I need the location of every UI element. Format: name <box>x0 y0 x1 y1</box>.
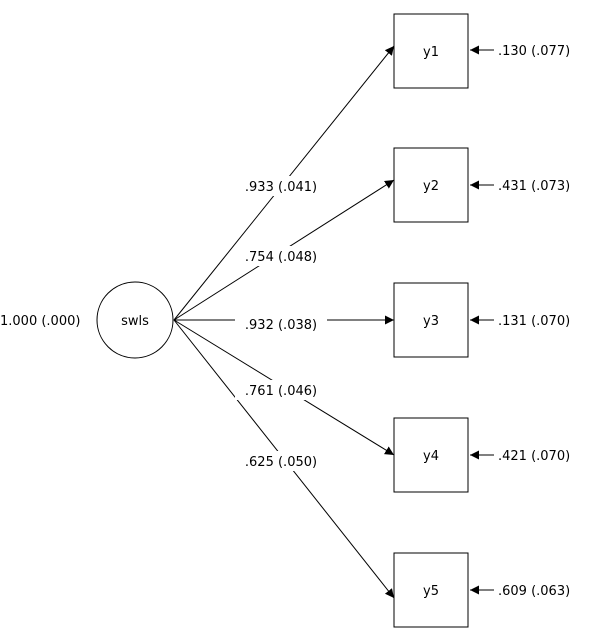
loading-label-y5: .625 (.050) <box>245 455 317 470</box>
indicator-node-y1 <box>393 13 469 89</box>
loading-label-y3: .932 (.038) <box>245 318 317 333</box>
indicator-node-y2 <box>393 147 469 223</box>
residual-label-y1: .130 (.077) <box>498 44 570 59</box>
indicator-label-y5: y5 <box>423 584 439 599</box>
indicator-label-y2: y2 <box>423 179 439 194</box>
indicator-node-y3 <box>393 282 469 358</box>
loading-labels: .933 (.041) .754 (.048) .932 (.038) .761… <box>235 176 327 471</box>
indicator-label-y3: y3 <box>423 314 439 329</box>
indicator-nodes: y1 y2 y3 y4 y5 <box>393 13 469 628</box>
indicator-label-y4: y4 <box>423 449 439 464</box>
residual-labels: .130 (.077) .431 (.073) .131 (.070) .421… <box>498 44 570 599</box>
latent-factor-node <box>96 281 174 359</box>
residual-arrows <box>470 45 494 595</box>
latent-variance-label: 1.000 (.000) <box>0 314 80 329</box>
latent-factor-label: swls <box>121 314 149 329</box>
indicator-node-y5 <box>393 552 469 628</box>
residual-label-y5: .609 (.063) <box>498 584 570 599</box>
residual-label-y4: .421 (.070) <box>498 449 570 464</box>
residual-label-y2: .431 (.073) <box>498 179 570 194</box>
loading-label-y1: .933 (.041) <box>245 180 317 195</box>
residual-label-y3: .131 (.070) <box>498 314 570 329</box>
indicator-label-y1: y1 <box>423 45 439 60</box>
loading-label-y2: .754 (.048) <box>245 250 317 265</box>
indicator-node-y4 <box>393 417 469 493</box>
loading-label-y4: .761 (.046) <box>245 384 317 399</box>
